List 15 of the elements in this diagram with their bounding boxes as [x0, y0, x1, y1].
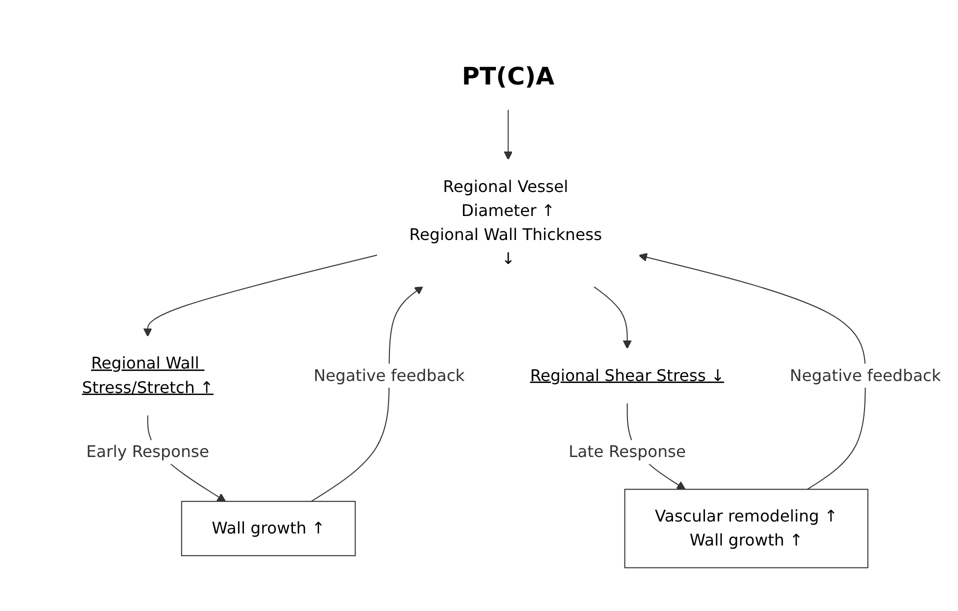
node-text: Regional Shear Stress ↓ — [530, 366, 724, 385]
arrow — [593, 286, 632, 350]
node-text: PT(C)A — [462, 62, 554, 90]
arrow — [143, 254, 378, 338]
edge-label: Late Response — [568, 442, 686, 462]
arrow — [638, 253, 866, 490]
edge-label: Negative feedback — [790, 366, 941, 385]
node-box: Wall growth ↑ — [181, 501, 356, 556]
edge-label: Early Response — [86, 442, 210, 462]
edge-label: Negative feedback — [314, 366, 465, 385]
node-text: Regional Vessel Diameter ↑ Regional Wall Thickness ↓ — [409, 176, 602, 268]
node-text: Regional Wall Stress/Stretch ↑ — [82, 354, 214, 397]
arrow — [504, 110, 513, 160]
node-box: Vascular remodeling ↑ Wall growth ↑ — [624, 488, 868, 568]
arrow — [311, 286, 424, 502]
